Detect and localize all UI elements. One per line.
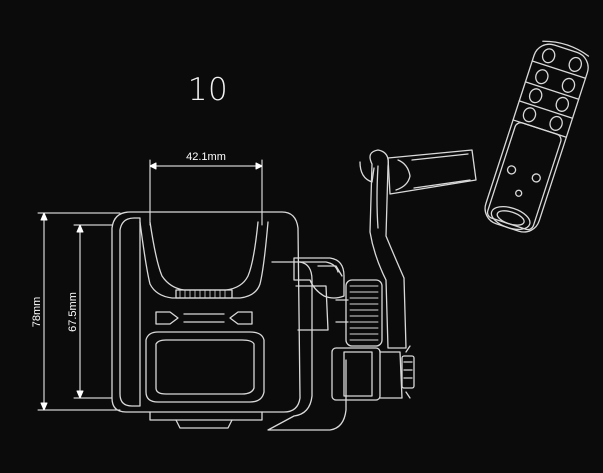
height-dimension-outer-label: 78mm bbox=[31, 297, 43, 328]
height-dimension-inner-label: 67.5mm bbox=[67, 292, 79, 332]
width-dimension bbox=[149, 159, 263, 226]
drag-lever-assembly bbox=[293, 257, 415, 401]
reel-body bbox=[111, 211, 347, 431]
width-dimension-label: 42.1mm bbox=[186, 151, 226, 163]
handle-knob bbox=[484, 40, 590, 233]
handle-arm bbox=[359, 149, 477, 349]
height-dimension-outer bbox=[37, 212, 121, 411]
reel-size-label: 10 bbox=[187, 72, 229, 108]
height-dimension-inner bbox=[73, 224, 113, 399]
